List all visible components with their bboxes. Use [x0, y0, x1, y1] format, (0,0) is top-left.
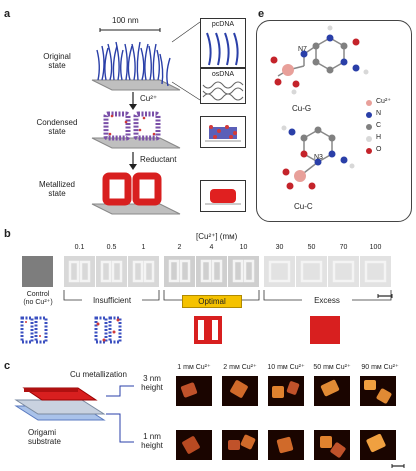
hm-3nm-1mm — [176, 376, 212, 406]
col-50mm: 50 mм Cu²⁺ — [313, 364, 351, 371]
group-excess: Excess — [302, 296, 352, 305]
metallized-detail — [205, 189, 241, 205]
legend-item-c: C — [366, 122, 408, 134]
legend-item-n: N — [366, 110, 408, 122]
height-3nm: 3 nm height — [141, 374, 163, 392]
state-original: Original state — [43, 52, 71, 70]
atom-label-n7: N7 — [298, 46, 307, 53]
afm-shapes — [68, 259, 387, 283]
panel-a-label: a — [4, 8, 11, 20]
condensed-origami — [91, 111, 181, 149]
pcdna-strands — [206, 32, 239, 66]
panel-b-label: b — [4, 228, 11, 240]
col-10mm: 10 mм Cu²⁺ — [267, 364, 305, 371]
legend: Cu²⁺ N C H O — [366, 98, 408, 158]
state-metallized: Metallized state — [38, 180, 75, 198]
condensed-detail — [205, 125, 241, 142]
group-optimal-badge: Optimal — [182, 295, 242, 308]
legend-item-h: H — [366, 134, 408, 146]
molecule-name-cu-c: Cu-C — [294, 202, 313, 211]
atom-label-n3: N3 — [314, 154, 323, 161]
panel-c-scale-bar — [391, 464, 405, 468]
pcdna-label: pcDNA — [211, 21, 235, 28]
panel-e-box — [256, 20, 412, 222]
metallized-origami — [91, 172, 181, 215]
arrow-cu — [129, 92, 137, 110]
molecule-cu-c — [281, 125, 355, 190]
hm-1nm-2mm — [222, 430, 258, 460]
inset-metallized — [200, 180, 246, 212]
hm-1nm-90mm — [360, 430, 396, 460]
arrow-reductant-label: Reductant — [140, 155, 177, 164]
hm-3nm-2mm — [222, 376, 258, 406]
stack-connectors — [106, 385, 134, 443]
conc-30: 30 — [275, 244, 284, 251]
legend-item-o: O — [366, 146, 408, 158]
hm-3nm-50mm — [314, 376, 350, 406]
control-label: Control (no Cu²⁺) — [23, 291, 53, 306]
conc-1: 1 — [141, 244, 146, 251]
hm-3nm-10mm — [268, 376, 304, 406]
arrow-cu-label: Cu²⁺ — [140, 94, 158, 103]
conc-50: 50 — [307, 244, 316, 251]
conc-100: 100 — [369, 244, 382, 251]
scale-label: 100 nm — [112, 16, 139, 25]
col-1mm: 1 mм Cu²⁺ — [177, 364, 211, 371]
col-90mm: 90 mм Cu²⁺ — [361, 364, 399, 371]
molecule-name-cu-g: Cu-G — [292, 104, 312, 113]
group-insufficient: Insufficient — [82, 296, 142, 305]
height-1nm: 1 nm height — [141, 432, 163, 450]
group-optimal: Optimal — [198, 297, 226, 306]
panel-c-label: c — [4, 360, 11, 372]
conc-4: 4 — [209, 244, 214, 251]
arrow-reductant — [129, 152, 137, 170]
original-origami — [91, 41, 181, 91]
osdna-label: osDNA — [211, 71, 235, 78]
layer-label-cu: Cu metallization — [70, 370, 127, 379]
concentration-header: [Cu²⁺] (mм) — [196, 232, 238, 241]
conc-70: 70 — [339, 244, 348, 251]
hm-3nm-90mm — [360, 376, 396, 406]
col-2mm: 2 mм Cu²⁺ — [223, 364, 257, 371]
molecule-cu-g — [270, 25, 369, 95]
panel-b-scale-bar — [377, 294, 393, 298]
panel-e-label: e — [258, 8, 265, 20]
hm-1nm-10mm — [268, 430, 304, 460]
hm-1nm-50mm — [314, 430, 350, 460]
conc-0-5: 0.5 — [106, 244, 117, 251]
hm-1nm-1mm — [176, 430, 212, 460]
inset-connectors-1 — [171, 21, 201, 101]
osdna-helix — [202, 81, 244, 101]
inset-pcdna: pcDNA — [200, 18, 246, 68]
inset-osdna: osDNA — [200, 68, 246, 104]
state-condensed: Condensed state — [36, 118, 78, 136]
conc-10: 10 — [239, 244, 248, 251]
layer-stack — [14, 387, 106, 421]
conc-2: 2 — [177, 244, 182, 251]
schematic-row — [20, 316, 340, 344]
legend-item-cu: Cu²⁺ — [366, 98, 408, 110]
afm-tile-control — [22, 256, 53, 287]
inset-condensed — [200, 116, 246, 148]
layer-label-origami: Origami substrate — [28, 428, 61, 446]
conc-0-1: 0.1 — [74, 244, 85, 251]
scale-bar — [99, 28, 161, 32]
